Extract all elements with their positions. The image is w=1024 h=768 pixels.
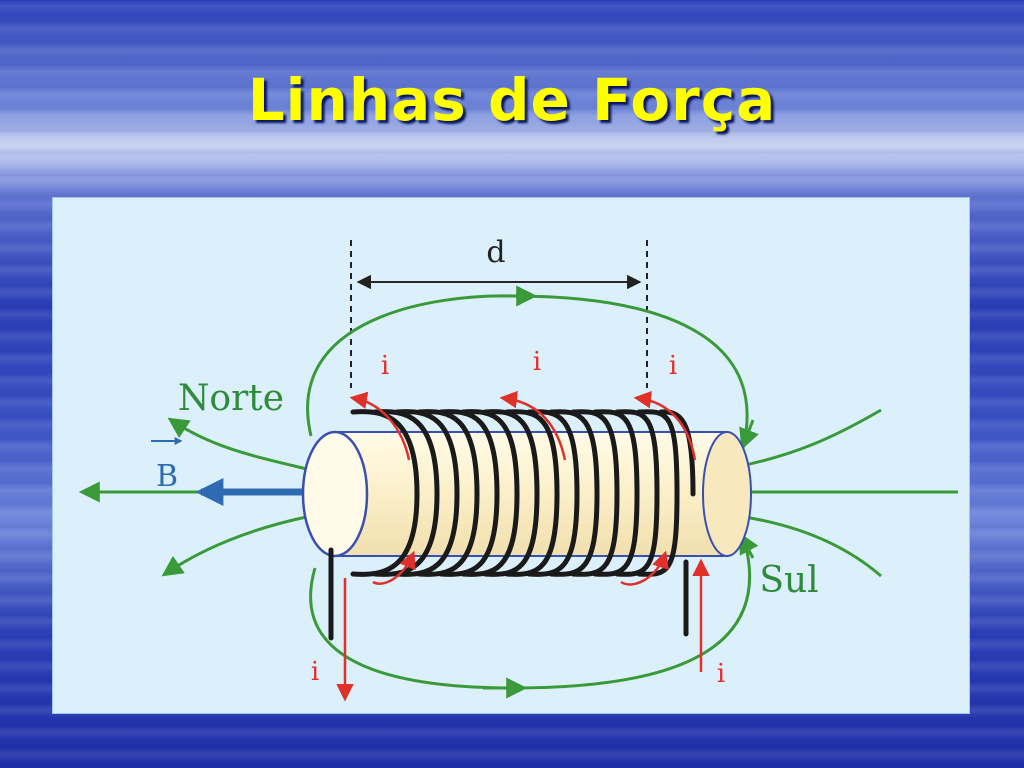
current-label: i	[381, 351, 389, 381]
current-label: i	[311, 657, 319, 687]
distance-dimension: d	[350, 235, 648, 388]
field-line-north-up	[167, 417, 312, 472]
coil-windings	[328, 409, 696, 641]
current-label: i	[717, 659, 725, 689]
south-label: Sul	[759, 560, 818, 601]
current-label: i	[533, 347, 541, 377]
field-line-north-down	[161, 514, 312, 577]
solenoid-diagram: d B	[52, 197, 970, 714]
slide-title: Linhas de Força	[247, 66, 777, 134]
field-line-top-end-arrow	[739, 419, 759, 450]
solenoid-core	[301, 430, 752, 558]
field-line-south-down	[726, 506, 882, 578]
current-label: i	[669, 351, 677, 381]
field-line-south-up	[726, 408, 882, 476]
field-lines	[78, 285, 958, 699]
current-arrows	[336, 390, 710, 702]
solenoid-svg: d B	[78, 235, 958, 702]
field-label: B	[156, 459, 178, 494]
distance-label: d	[486, 235, 505, 270]
field-vector: B	[151, 437, 303, 506]
north-label: Norte	[178, 378, 284, 419]
